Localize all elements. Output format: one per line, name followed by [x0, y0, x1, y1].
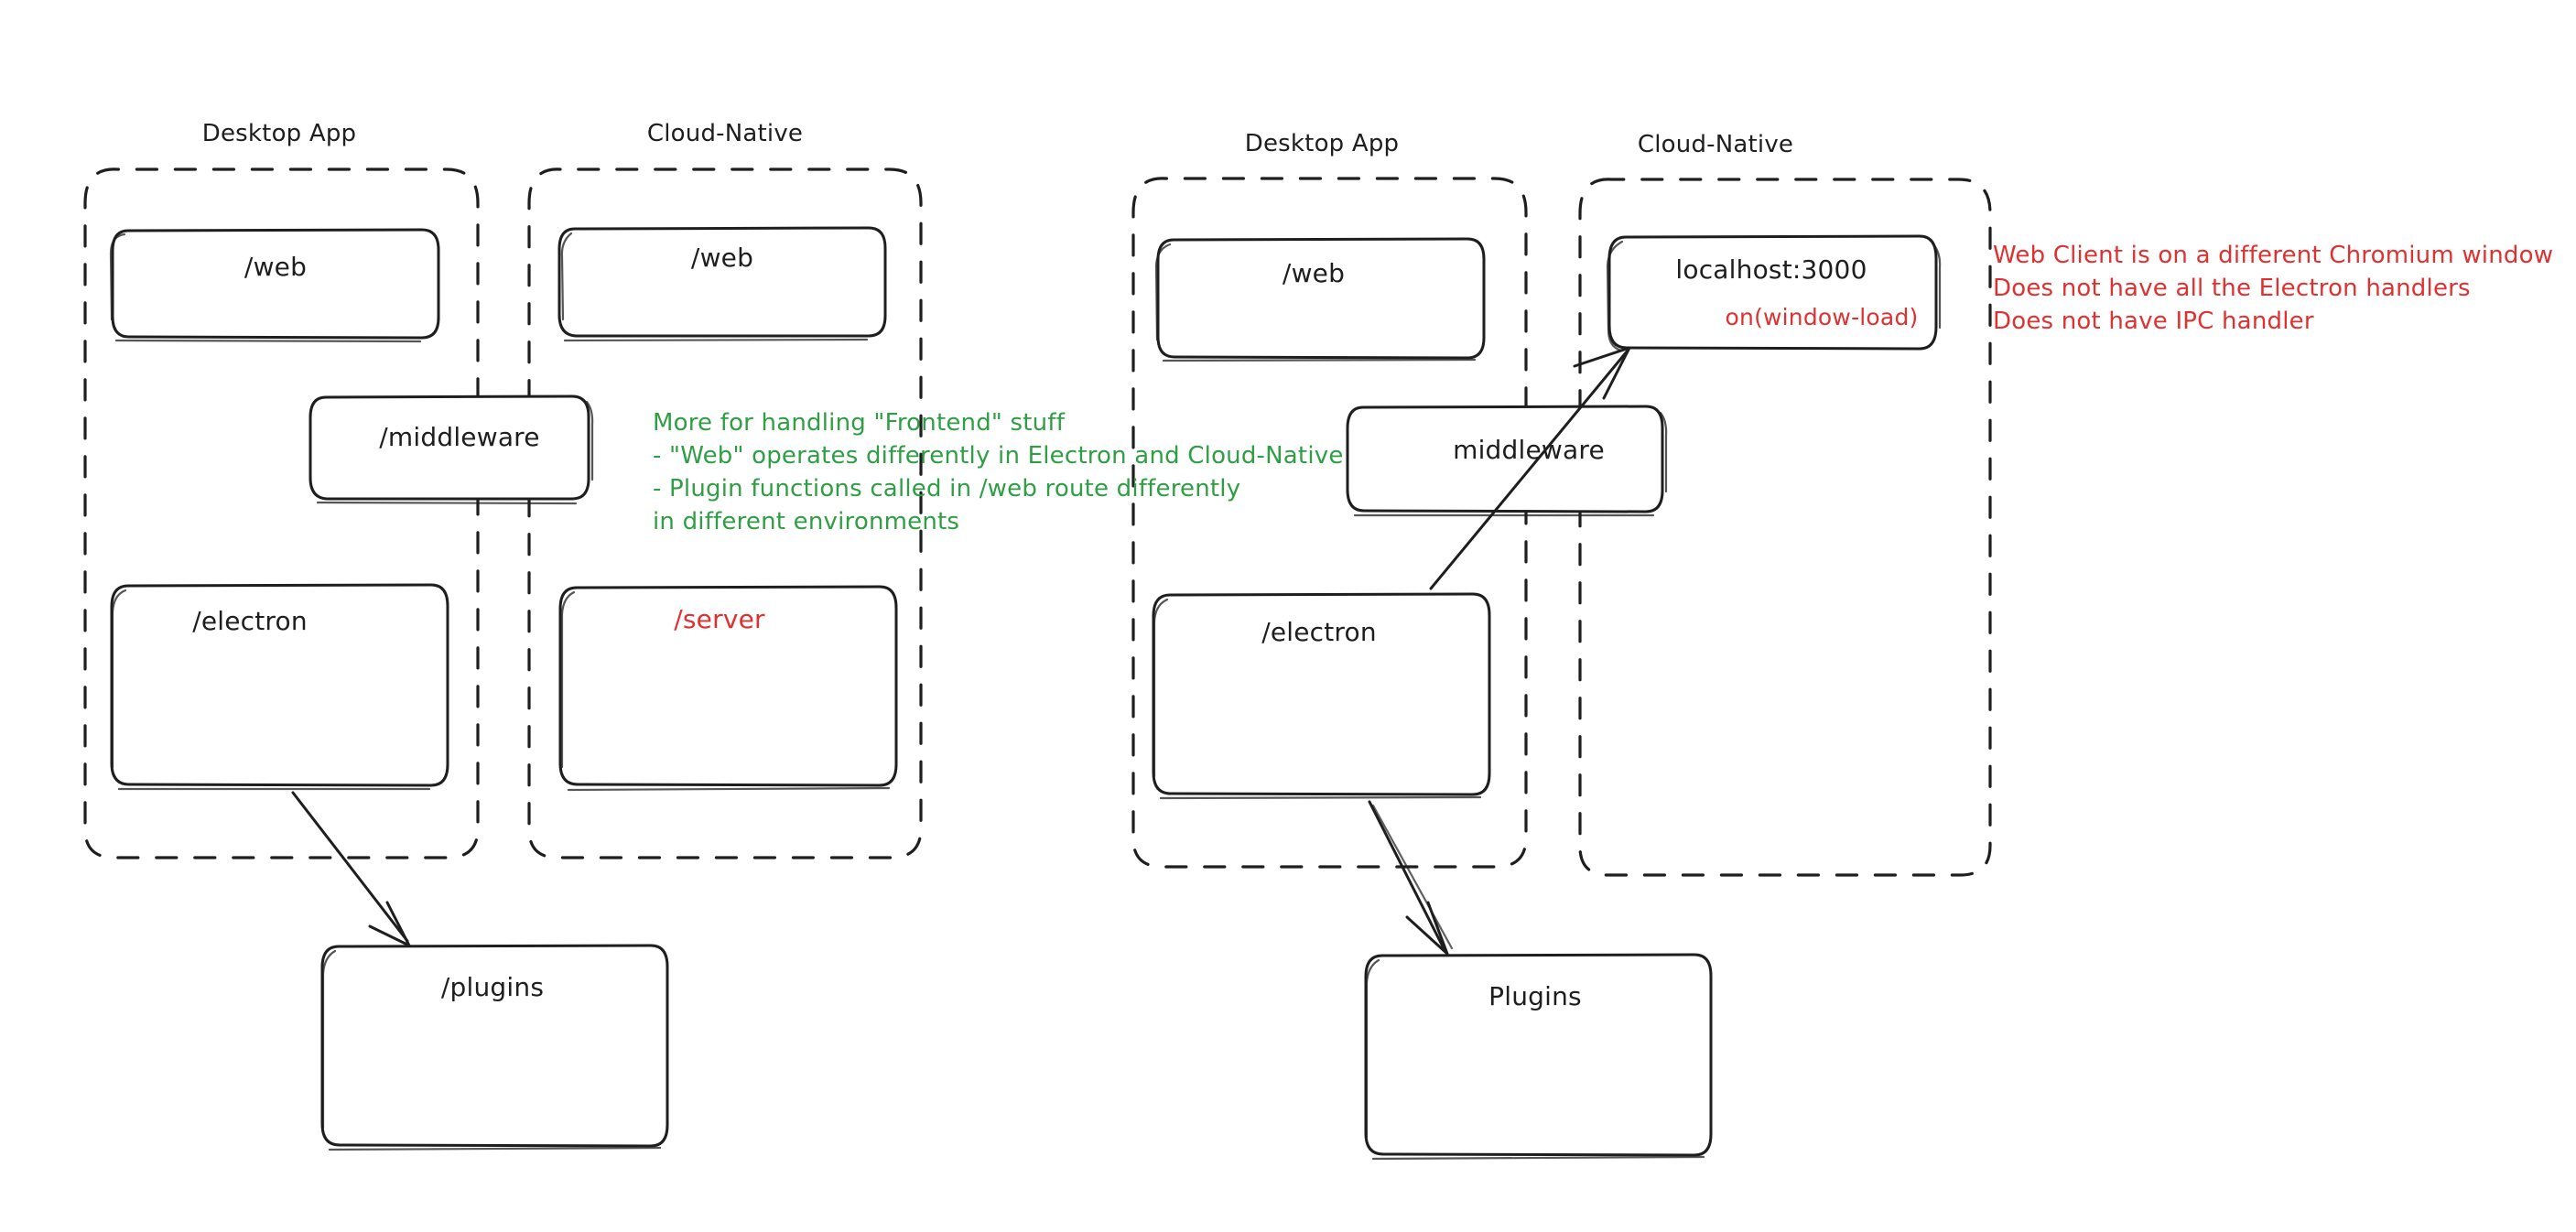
node-shape-right-plugins [1364, 953, 1713, 1161]
edge-right-electron-to-plugins [1368, 800, 1454, 956]
node-label-left-electron[interactable]: /electron [192, 606, 308, 636]
group-frame-right-desktop [1131, 177, 1528, 869]
group-frame-left-desktop [83, 168, 480, 859]
node-label-right-electron[interactable]: /electron [1261, 617, 1377, 647]
group-label-right-cloud: Cloud-Native [1637, 131, 1794, 158]
node-sublabel-right-localhost-on-window-load: on(window-load) [1725, 304, 1919, 330]
group-frame-left-cloud [527, 168, 923, 859]
node-label-left-middleware[interactable]: /middleware [379, 422, 540, 452]
node-shape-left-desktop-web [109, 228, 440, 343]
node-label-left-cloud-web[interactable]: /web [690, 243, 754, 273]
node-label-right-middleware[interactable]: middleware [1453, 435, 1605, 465]
node-label-right-plugins[interactable]: Plugins [1488, 981, 1582, 1011]
node-label-left-server[interactable]: /server [674, 604, 765, 634]
group-label-left-desktop: Desktop App [201, 120, 357, 147]
edge-left-electron-to-plugins [291, 791, 411, 947]
node-shape-right-electron [1152, 592, 1491, 800]
node-shape-left-plugins [320, 944, 669, 1151]
node-label-right-desktop-web[interactable]: /web [1282, 258, 1346, 288]
annotation-red-note: Web Client is on a different Chromium wi… [1993, 242, 2554, 335]
node-shape-left-electron [110, 583, 449, 791]
group-label-right-desktop: Desktop App [1244, 130, 1400, 157]
node-label-right-localhost[interactable]: localhost:3000 [1675, 254, 1867, 285]
group-frame-right-cloud [1578, 178, 1992, 877]
node-shape-right-desktop-web [1154, 237, 1486, 362]
node-shape-left-server [558, 585, 898, 792]
node-shape-left-cloud-web [557, 226, 887, 342]
node-shape-right-middleware [1346, 405, 1668, 517]
annotation-green-note: More for handling "Frontend" stuff - "We… [653, 409, 1344, 535]
group-label-left-cloud: Cloud-Native [646, 120, 804, 147]
edge-right-electron-to-localhost [1429, 346, 1631, 590]
node-shape-left-middleware [308, 394, 594, 505]
node-shape-right-localhost [1606, 234, 1942, 352]
node-label-left-desktop-web[interactable]: /web [244, 252, 308, 282]
node-label-left-plugins[interactable]: /plugins [440, 972, 545, 1002]
